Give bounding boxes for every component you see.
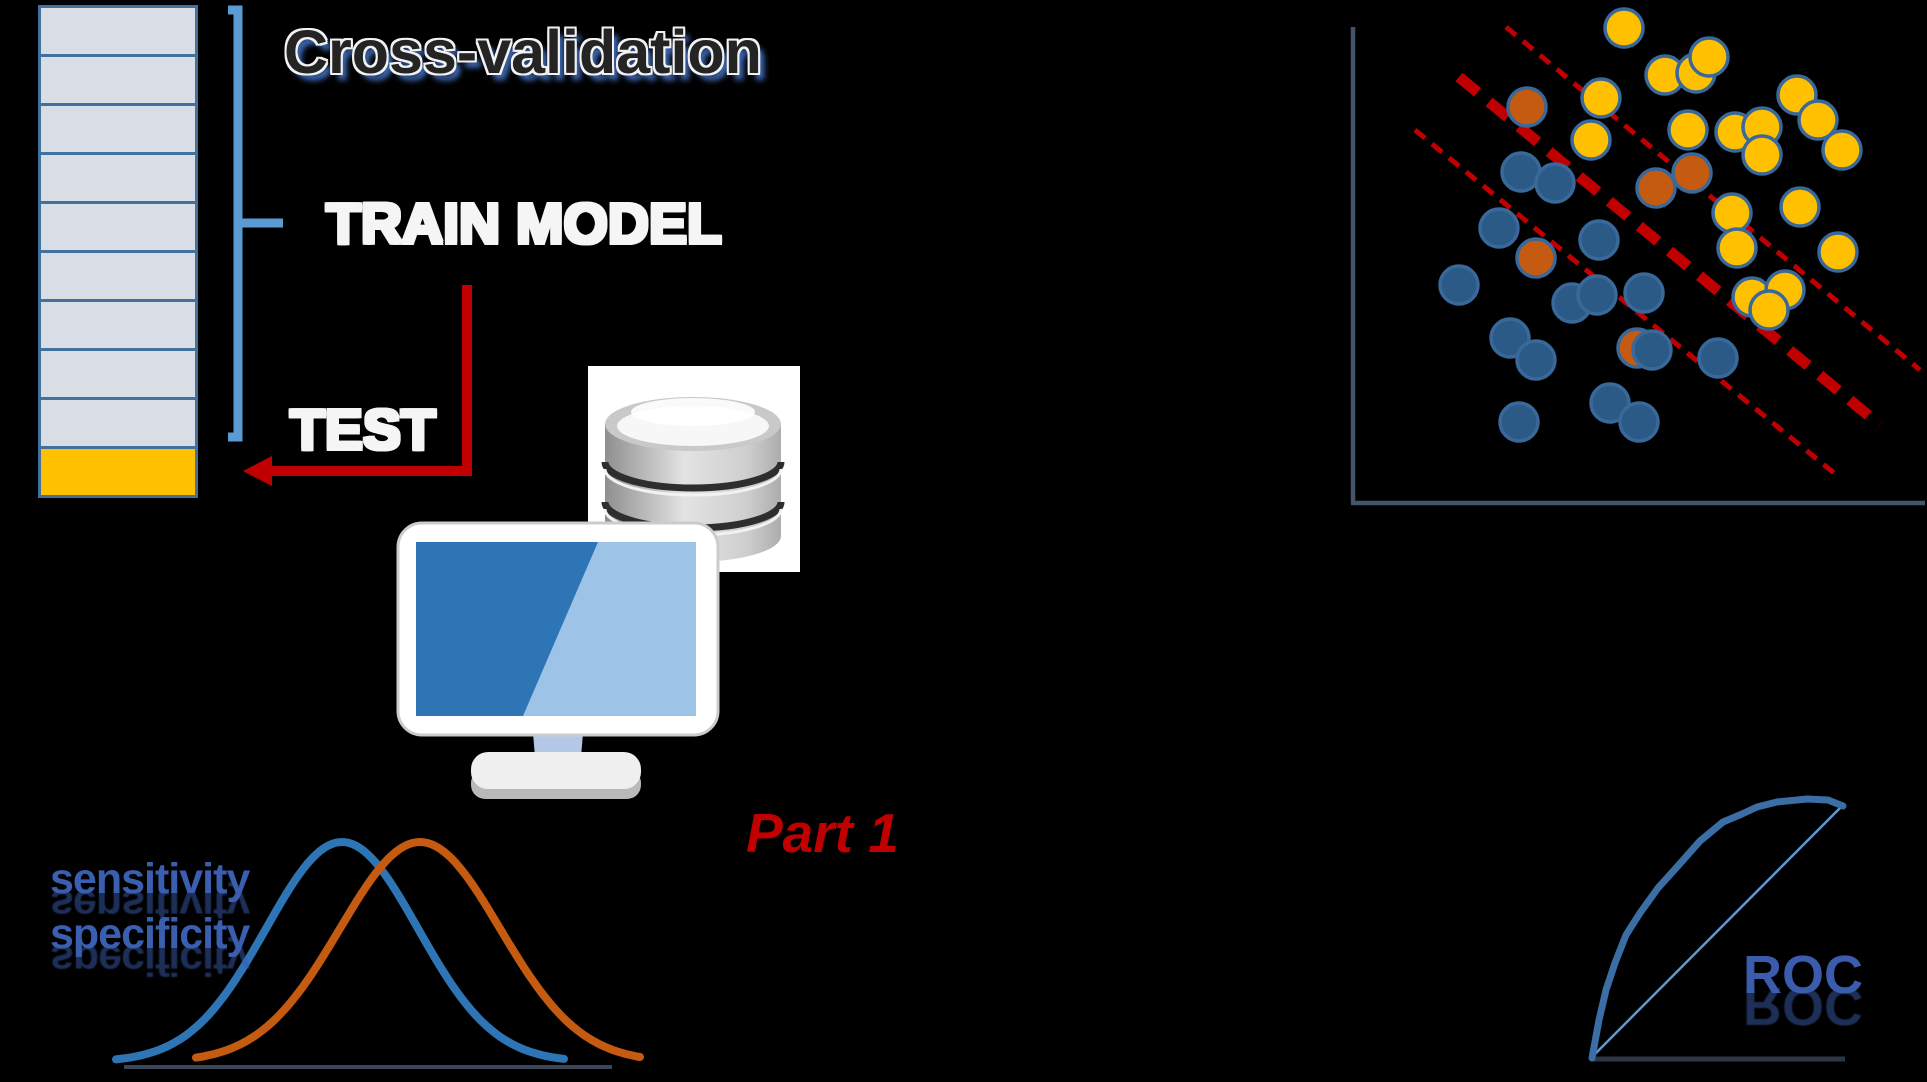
data-point-class-blue — [1478, 207, 1520, 249]
blue-distribution — [112, 838, 568, 1064]
data-point-misclassified-orange — [1506, 86, 1548, 128]
fold-cell-train — [38, 348, 198, 400]
sensitivity-label: sensitivity sensitivity — [50, 855, 250, 929]
scatter-axes — [1350, 27, 1925, 506]
train-model-label: TRAIN MODEL — [326, 192, 722, 256]
computer-monitor-icon — [396, 521, 720, 799]
data-point-class-yellow — [1688, 36, 1730, 78]
data-point-class-blue — [1631, 329, 1673, 371]
data-point-class-blue — [1589, 382, 1631, 424]
roc-text: ROC — [1743, 945, 1863, 1005]
label-reflection: specificity — [50, 935, 250, 984]
data-point-class-yellow — [1741, 134, 1783, 176]
sensitivity-text: sensitivity — [50, 855, 250, 903]
data-point-class-yellow — [1821, 129, 1863, 171]
data-point-class-blue — [1515, 339, 1557, 381]
fold-cell-test — [38, 446, 198, 498]
label-reflection: ROC — [1743, 976, 1863, 1037]
fold-cell-train — [38, 299, 198, 351]
data-point-class-blue — [1697, 337, 1739, 379]
data-point-class-blue — [1623, 272, 1665, 314]
data-point-class-blue — [1500, 151, 1542, 193]
data-point-class-yellow — [1603, 7, 1645, 49]
test-arrow — [243, 285, 472, 486]
test-arrow-head — [243, 456, 272, 486]
scatter-plot — [1350, 7, 1925, 506]
data-point-misclassified-orange — [1635, 167, 1677, 209]
data-point-class-yellow — [1748, 289, 1790, 331]
data-point-class-blue — [1534, 162, 1576, 204]
roc-curve-line — [1588, 795, 1847, 1062]
data-point-misclassified-orange — [1671, 152, 1713, 194]
data-point-misclassified-orange — [1515, 237, 1557, 279]
data-point-class-blue — [1498, 401, 1540, 443]
data-point-class-blue — [1438, 264, 1480, 306]
roc-diagonal — [1591, 805, 1843, 1058]
fold-cell-train — [38, 397, 198, 449]
data-point-class-yellow — [1580, 77, 1622, 119]
fold-cell-train — [38, 54, 198, 106]
part-label: Part 1 — [746, 802, 899, 864]
specificity-label: specificity specificity — [50, 910, 250, 984]
specificity-text: specificity — [50, 910, 250, 958]
data-point-class-yellow — [1797, 99, 1839, 141]
train-folds-bracket — [228, 5, 283, 442]
data-point-class-yellow — [1711, 192, 1753, 234]
fold-cell-train — [38, 152, 198, 204]
orange-distribution — [192, 837, 644, 1062]
data-point-class-blue — [1576, 274, 1618, 316]
test-label: TEST — [290, 398, 436, 462]
decision-boundary-lines — [1413, 25, 1922, 475]
data-point-class-yellow — [1716, 227, 1758, 269]
data-point-class-yellow — [1817, 231, 1859, 273]
roc-label: ROC ROC — [1743, 945, 1863, 1036]
data-point-class-blue — [1618, 401, 1660, 443]
data-point-class-yellow — [1779, 186, 1821, 228]
scatter-points — [1438, 7, 1863, 443]
distribution-curves — [112, 837, 644, 1069]
data-point-class-blue — [1578, 219, 1620, 261]
page-title: Cross-validation — [284, 18, 762, 86]
data-point-class-yellow — [1570, 119, 1612, 161]
data-point-class-yellow — [1667, 109, 1709, 151]
roc-chart — [1588, 795, 1847, 1062]
cv-fold-stack — [38, 5, 198, 498]
